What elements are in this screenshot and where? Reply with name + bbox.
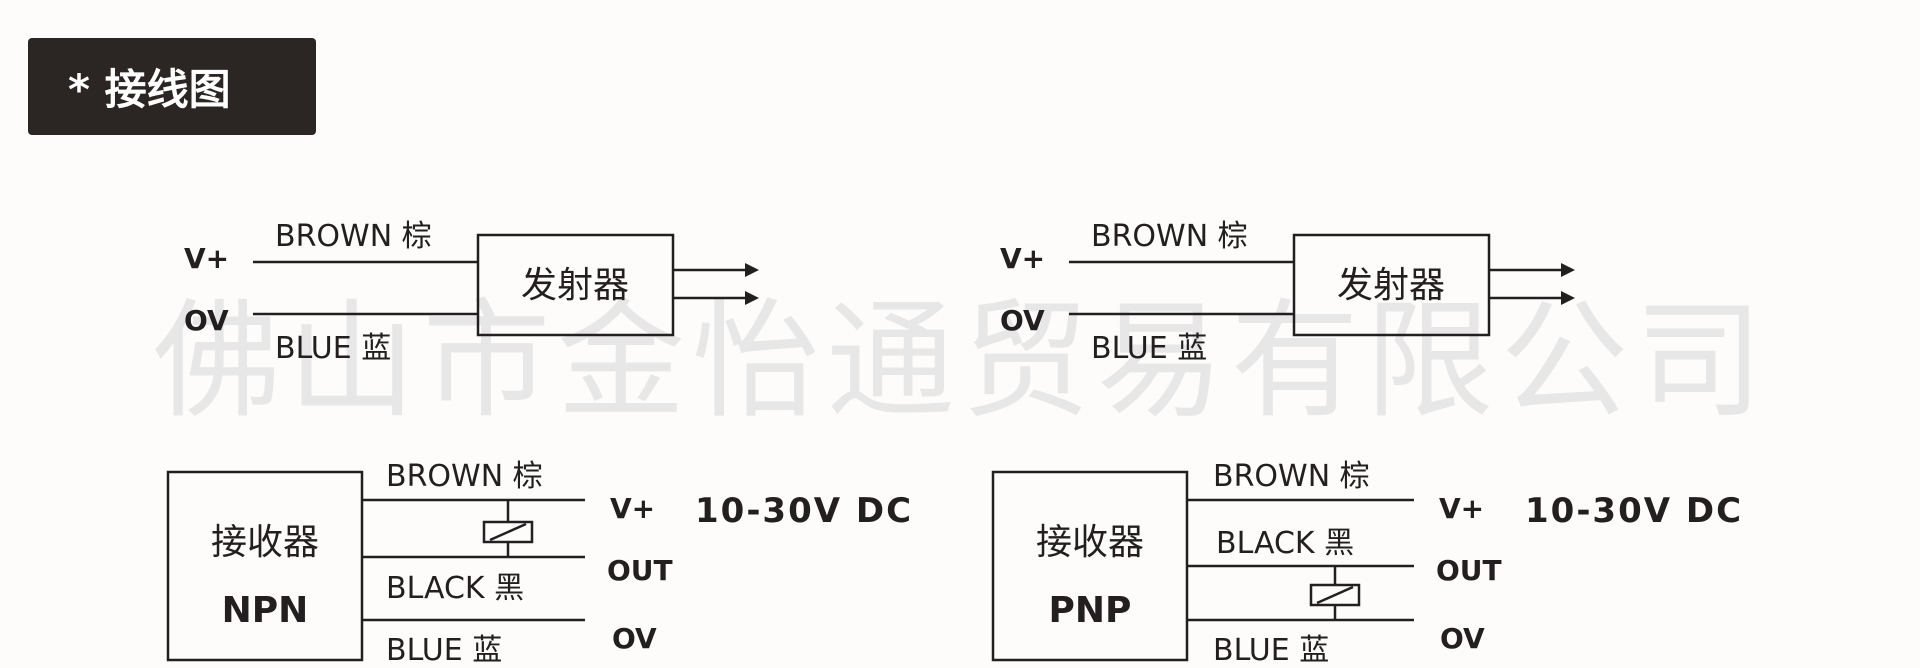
receiver-zero-label: OV [1440, 622, 1485, 655]
relay-coil-mark [489, 522, 527, 542]
emitter-vplus-label: V+ [184, 242, 229, 275]
emitter-arrowhead-upper [1561, 263, 1575, 277]
emitter-brown-label: BROWN 棕 [1091, 219, 1248, 254]
emitter-box [1292, 233, 1491, 337]
receiver-mode-label: NPN [222, 590, 309, 631]
receiver-diagram-npn: 接收器 NPN BROWN 棕 BLACK 黑 BLUE 蓝 V+ OUT OV… [166, 459, 913, 668]
emitter-box-label: 发射器 [1337, 265, 1445, 306]
section-header: * 接线图 [28, 38, 316, 135]
relay-coil-mark [1316, 585, 1354, 605]
emitter-brown-label: BROWN 棕 [275, 219, 432, 254]
receiver-supply-label: 10-30V DC [1525, 491, 1743, 531]
receiver-supply-label: 10-30V DC [695, 491, 913, 531]
emitter-arrowhead-lower [745, 291, 759, 305]
receiver-brown-label: BROWN 棕 [386, 459, 543, 494]
receiver-out-label: OUT [1436, 554, 1502, 587]
emitter-box [476, 233, 675, 337]
receiver-box-label: 接收器 [1036, 522, 1144, 563]
emitter-vplus-label: V+ [1000, 242, 1045, 275]
emitter-diagram-right: V+ BROWN 棕 发射器 OV BLUE 蓝 [1000, 219, 1575, 366]
receiver-vplus-label: V+ [1439, 492, 1484, 525]
emitter-arrowhead-upper [745, 263, 759, 277]
receiver-brown-label: BROWN 棕 [1213, 459, 1370, 494]
receiver-mode-label: PNP [1049, 590, 1132, 631]
emitter-box-label: 发射器 [521, 265, 629, 306]
header-title: * 接线图 [68, 65, 231, 114]
receiver-black-label: BLACK 黑 [386, 571, 524, 606]
receiver-out-label: OUT [607, 554, 673, 587]
receiver-blue-label: BLUE 蓝 [386, 633, 502, 668]
receiver-vplus-label: V+ [610, 492, 655, 525]
receiver-blue-label: BLUE 蓝 [1213, 633, 1329, 668]
emitter-blue-label: BLUE 蓝 [1091, 331, 1207, 366]
receiver-box [991, 470, 1189, 662]
receiver-box-label: 接收器 [211, 522, 319, 563]
receiver-zero-label: OV [612, 622, 657, 655]
emitter-arrowhead-lower [1561, 291, 1575, 305]
emitter-diagram-left: V+ BROWN 棕 发射器 OV BLUE 蓝 [184, 219, 759, 366]
header-background [28, 38, 316, 135]
emitter-blue-label: BLUE 蓝 [275, 331, 391, 366]
receiver-box [166, 470, 364, 662]
emitter-zero-label: OV [1000, 304, 1045, 337]
watermark: 佛山市金怡通贸易有限公司 [153, 287, 1763, 436]
receiver-black-label: BLACK 黑 [1216, 526, 1354, 561]
receiver-diagram-pnp: 接收器 PNP BROWN 棕 BLACK 黑 BLUE 蓝 V+ OUT OV… [991, 459, 1743, 668]
emitter-zero-label: OV [184, 304, 229, 337]
